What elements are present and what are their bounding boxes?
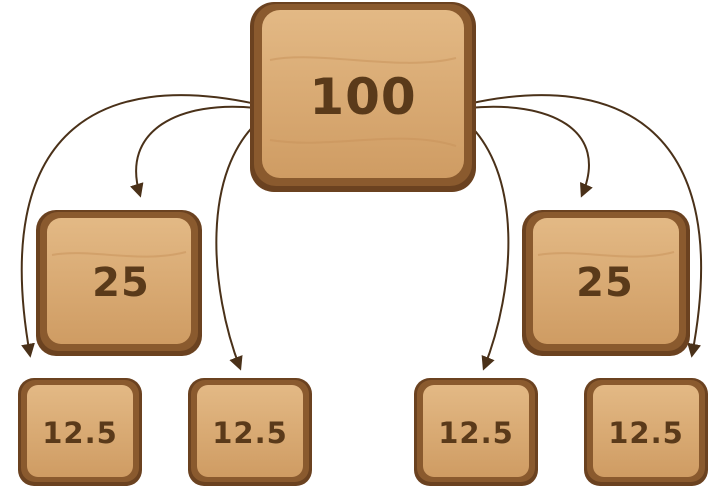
root-value: 100 — [309, 68, 416, 126]
arrow-root-to-far-left-12-5 — [20, 94, 257, 358]
root-tile: 100 — [250, 2, 476, 192]
level1-tile-left: 25 — [36, 210, 202, 356]
level2-value-3: 12.5 — [438, 416, 514, 450]
arrow-root-to-left-25 — [130, 105, 257, 198]
arrows — [20, 94, 703, 371]
level2-value-2: 12.5 — [212, 416, 288, 450]
level1-value-left: 25 — [92, 260, 150, 306]
arrow-root-to-left-mid-12-5 — [215, 117, 263, 371]
level1-value-right: 25 — [576, 260, 634, 306]
level2-value-4: 12.5 — [608, 416, 684, 450]
arrow-root-to-far-right-12-5 — [467, 94, 703, 358]
level2-tile-1: 12.5 — [18, 378, 142, 486]
arrow-root-to-right-mid-12-5 — [461, 117, 510, 371]
level1-tile-right: 25 — [522, 210, 690, 356]
level2-tile-4: 12.5 — [584, 378, 708, 486]
level2-tile-2: 12.5 — [188, 378, 312, 486]
level2-tile-3: 12.5 — [414, 378, 538, 486]
arrow-root-to-right-25 — [467, 105, 593, 198]
level2-value-1: 12.5 — [42, 416, 118, 450]
